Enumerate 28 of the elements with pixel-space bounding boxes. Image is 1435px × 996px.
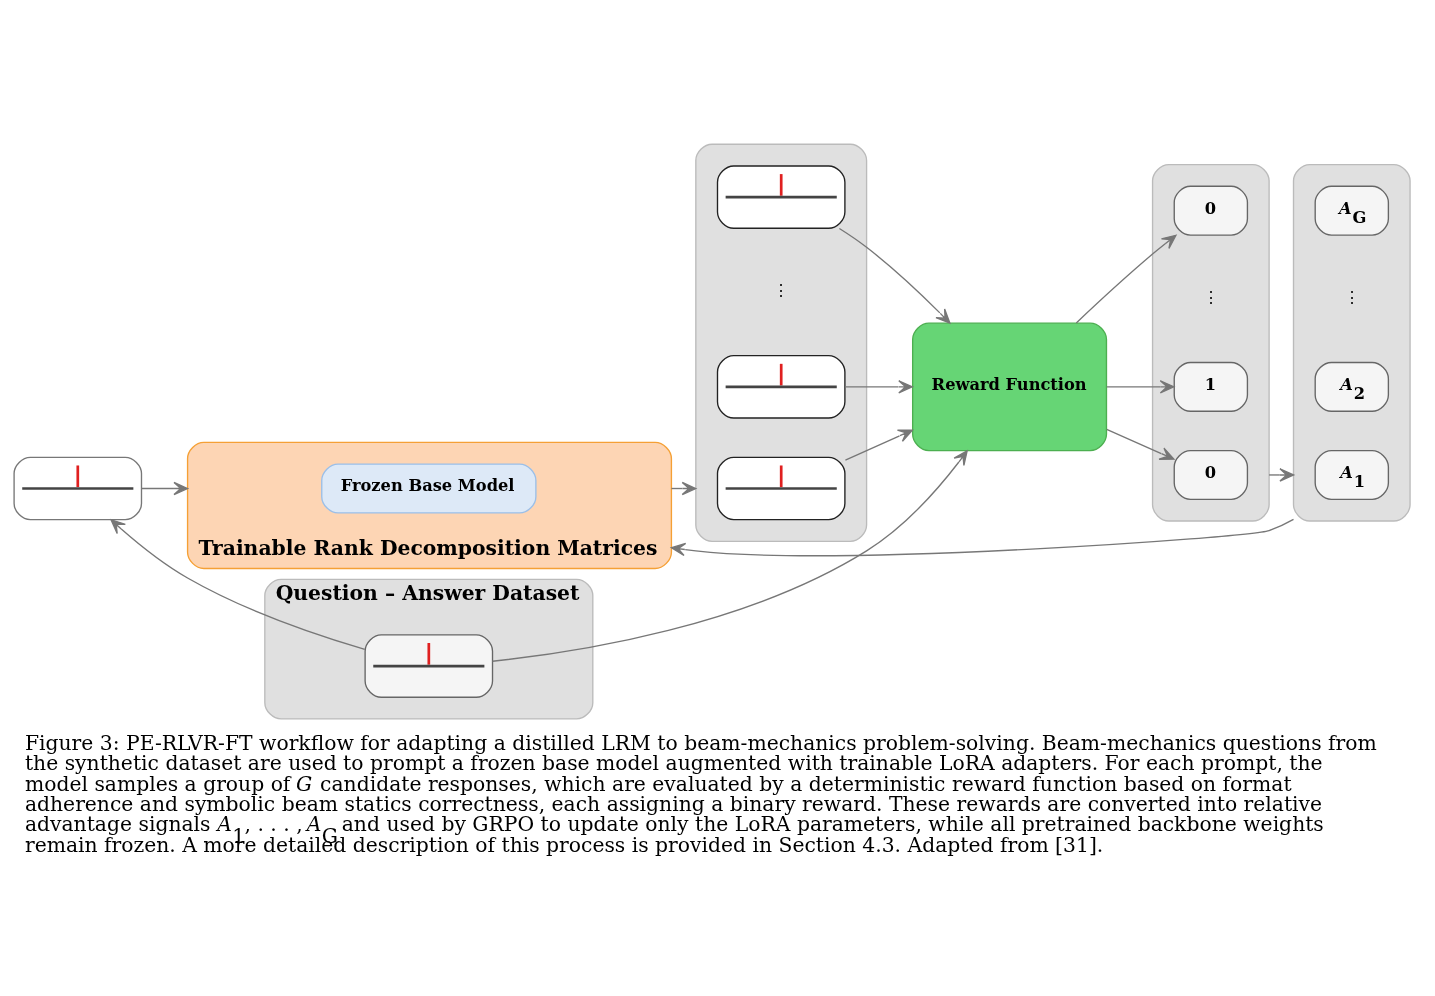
picture [13,456,143,521]
node-box: 1 [1173,361,1249,412]
arrow [110,519,366,651]
arrow [1106,380,1175,394]
arrow [844,380,913,394]
cluster [695,143,868,543]
arrow [1075,234,1177,324]
node-box: 0 [1173,449,1249,501]
picture [716,456,846,521]
arrow [1268,468,1295,482]
node-box: 0 [1173,185,1249,236]
label: ⋮ [1202,287,1219,307]
node-box: Frozen Base Model [321,463,537,514]
arrow [141,481,189,496]
cluster [1151,163,1270,522]
arrow [670,518,1295,557]
picture [716,355,846,419]
arrow [838,227,951,324]
arrow [1106,428,1175,460]
arrow [491,450,968,662]
label: ⋮ [1343,287,1360,307]
picture [364,634,494,698]
arrow [844,429,913,461]
label: ⋮ [773,281,790,301]
cluster: Question – Answer Dataset [264,578,594,720]
picture [716,165,846,229]
node-box: Reward Function [912,322,1108,452]
cluster [1292,163,1411,522]
